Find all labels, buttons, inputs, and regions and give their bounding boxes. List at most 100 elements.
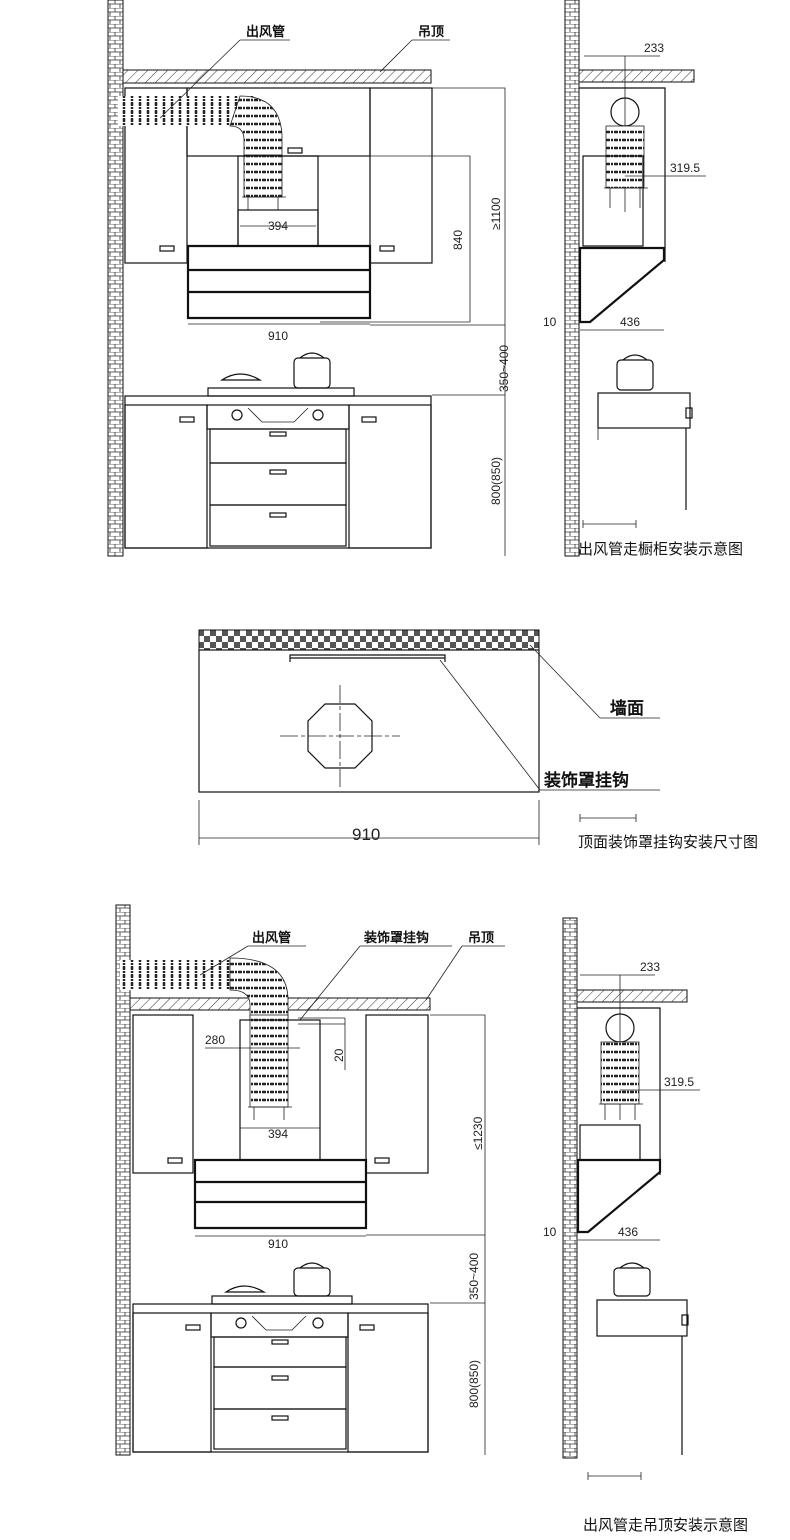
dim-910: 910 [352,825,380,844]
caption-bottom: 出风管走吊顶安装示意图 [583,1516,748,1534]
panel-trim [251,1315,307,1331]
knob-icon [685,407,693,419]
drawer [213,1336,347,1368]
bottom-side-view: 233 319.5 436 10 出风管走吊顶安装示意图 [543,917,748,1534]
ceiling-slab [122,69,432,84]
caption-top: 出风管走橱柜安装示意图 [578,540,743,558]
pot-lid-icon [299,1262,325,1269]
duct-vertical [600,1041,640,1105]
dim-233: 233 [640,960,660,974]
leader-ceiling [425,945,463,1001]
scale-bar [587,1472,642,1480]
base-cabinet [132,1303,429,1453]
base-door-left [124,404,208,549]
hob [211,1295,353,1305]
wall-section [562,917,578,1459]
pot-icon [293,1267,331,1297]
cabinet-handle [167,1157,183,1164]
wok-icon [220,373,263,381]
dim-20: 20 [332,1048,346,1062]
drawer [213,1408,347,1450]
drawer-handle [271,1375,289,1381]
knob-icon [312,1317,324,1329]
hob [207,387,355,397]
top-front-view: 394 910 840 ≥1100 350~400 800(850) [107,0,511,557]
pot-lid-icon [299,352,325,359]
door-handle [185,1324,201,1331]
leader-duct [159,39,241,119]
wall-section [564,0,580,557]
hood-canopy [193,1158,368,1230]
pot-icon [616,359,654,391]
knob-icon [681,1314,689,1326]
wall-section [115,904,131,1456]
hood-canopy [578,246,666,324]
base-door-left [132,1312,212,1453]
drawer [213,1366,347,1410]
upper-cabinet-left [124,87,188,264]
drawer-handle [269,512,287,518]
dim-280: 280 [205,1033,225,1047]
leader-hook [439,659,541,791]
upper-cabinet-right [369,87,433,264]
dim-line-350-400 [370,324,506,395]
duct-stand [242,196,286,210]
label-wall: 墙面 [610,698,644,719]
label-duct: 出风管 [246,24,285,40]
dim-1230: ≤1230 [471,1116,485,1150]
bottom-front-view: 394 20 280 910 ≤1230 350~400 800(850) [115,904,505,1456]
dim-800-850: 800(850) [489,457,503,505]
label-ceiling: 吊顶 [418,25,444,40]
cabinet-side [579,87,666,262]
dim-436: 436 [620,315,640,329]
dim-800-850: 800(850) [467,1360,481,1408]
leader-ceiling [379,39,413,73]
cabinet-handle [374,1157,390,1164]
dim-line-1230 [430,1014,486,1235]
caption-middle: 顶面装饰罩挂钩安装尺寸图 [578,833,758,851]
drawer-handle [269,469,287,475]
pot-lid-icon [619,1262,645,1269]
top-side-view: 233 319.5 436 10 出风管走橱柜安装示意图 [543,0,743,558]
scale-bar [579,814,637,822]
control-panel [206,404,350,430]
hood-chimney [579,1124,641,1161]
dim-1100: ≥1100 [489,197,503,230]
dim-line-910 [198,800,540,845]
duct-elbow [229,957,289,1021]
cabinet-handle [379,245,395,252]
leader-hook [299,945,361,1021]
duct-stand [599,1103,643,1120]
ceiling-slab [578,69,695,83]
hood-chimney [582,155,644,247]
countertop [596,1299,688,1337]
door-handle [359,1324,375,1331]
dim-10: 10 [543,1225,557,1239]
dim-line-840 [320,155,471,323]
label-ceiling: 吊顶 [468,931,494,946]
dim-233: 233 [644,41,664,55]
label-hook: 装饰罩挂钩 [543,770,629,791]
label-duct: 出风管 [252,930,291,946]
upper-cabinet-left [132,1014,194,1174]
duct-vertical [243,154,283,198]
dim-319-5: 319.5 [670,161,700,175]
wall-section [107,0,124,557]
wall-strip [198,629,540,651]
hood-top-outline [198,649,540,793]
drawer-handle [271,1339,289,1345]
dim-394: 394 [268,219,288,233]
duct-stand [248,1106,292,1120]
octagon-outlet-icon [307,703,373,769]
panel-trim [247,407,309,423]
hood-canopy [186,244,372,320]
base-door-right [348,404,432,549]
knob-icon [312,409,324,421]
dim-436: 436 [618,1225,638,1239]
drawer [209,462,347,506]
dim-line-800 [430,1302,486,1455]
hook-bar [289,654,446,662]
drawer [209,428,347,464]
duct-vertical [605,125,645,189]
base-cabinet [124,395,432,549]
